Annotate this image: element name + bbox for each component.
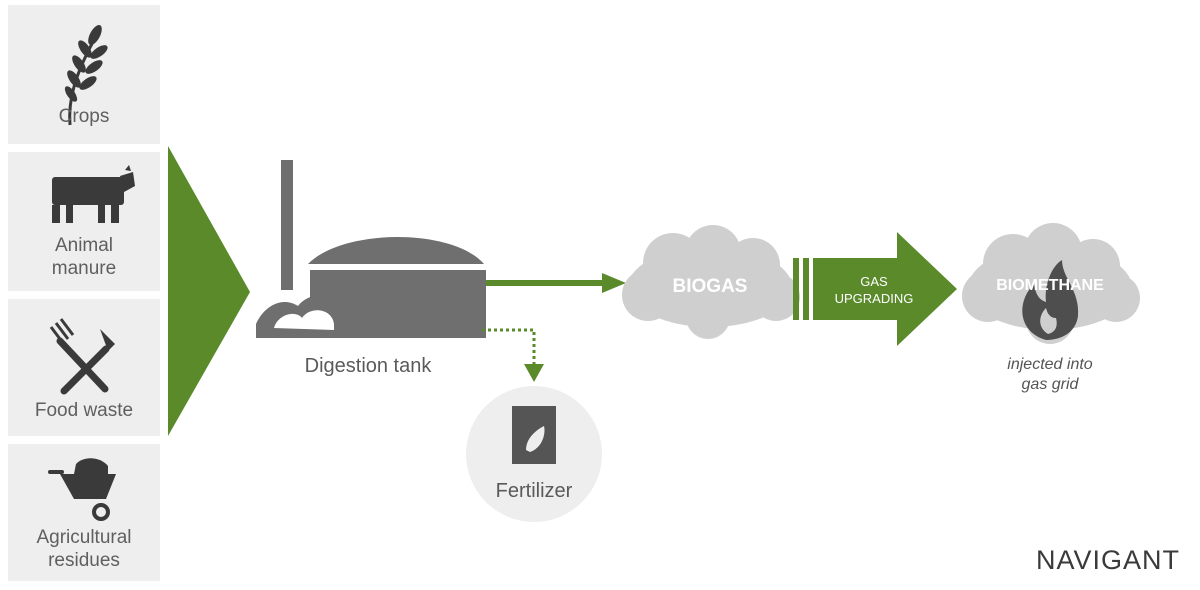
- arrow-to-biogas: [486, 273, 626, 293]
- biomethane-cloud: [962, 223, 1140, 344]
- arrow-to-fertilizer: [482, 328, 544, 382]
- navigant-logo: NAVIGANT: [1035, 545, 1180, 575]
- biomethane-note-line2: gas grid: [1021, 376, 1079, 393]
- fork-knife-icon: [49, 318, 115, 395]
- gas-upgrading-label: GAS UPGRADING: [818, 273, 930, 307]
- biomethane-note: injected into gas grid: [960, 355, 1140, 395]
- input-food-waste: Food waste: [8, 299, 160, 436]
- cow-icon: [52, 165, 135, 223]
- input-chevron-arrow: [168, 146, 250, 436]
- wheat-icon: [64, 25, 108, 126]
- fertilizer-label: Fertilizer: [495, 480, 573, 502]
- input-label-agricultural-residues: Agricultural residues: [36, 527, 132, 571]
- input-label-animal-manure: Animal manure: [51, 235, 117, 279]
- digestion-tank-label: Digestion tank: [304, 355, 432, 377]
- digestion-tank-icon: [256, 160, 486, 338]
- biomethane-label: BIOMETHANE: [996, 277, 1104, 294]
- flame-icon: [1022, 260, 1079, 340]
- biomethane-note-line1: injected into: [1007, 356, 1093, 373]
- input-crops: Crops: [8, 5, 160, 144]
- gas-upgrading-arrow: [793, 232, 957, 346]
- gas-upgrading-line2: UPGRADING: [834, 291, 914, 306]
- input-label-food-waste: Food waste: [34, 400, 134, 421]
- input-label-crops: Crops: [58, 106, 110, 127]
- wheelbarrow-icon: [48, 458, 116, 521]
- fertilizer-circle: [466, 386, 602, 522]
- input-agricultural-residues: Agricultural residues: [8, 444, 160, 581]
- gas-upgrading-line1: GAS: [860, 274, 888, 289]
- biogas-label: BIOGAS: [672, 276, 748, 297]
- biogas-cloud: [622, 225, 800, 339]
- input-animal-manure: Animal manure: [8, 152, 160, 291]
